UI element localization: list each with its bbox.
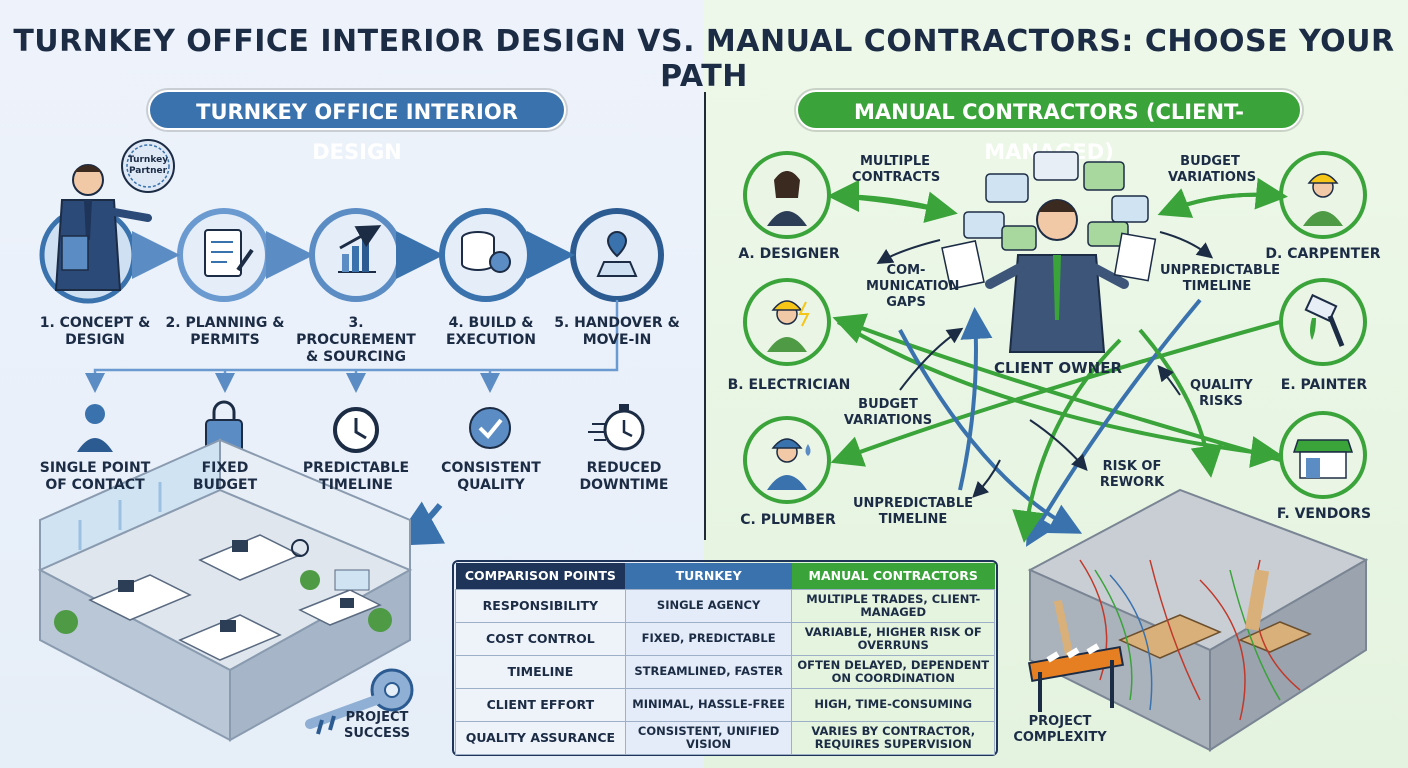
comparison-table: COMPARISON POINTS TURNKEY MANUAL CONTRAC… bbox=[455, 563, 995, 755]
message-bubbles-icon bbox=[941, 151, 1157, 290]
single-contact-person-icon bbox=[77, 404, 113, 452]
step-4-label: 4. BUILD & EXECUTION bbox=[446, 315, 536, 348]
vendors-label: F. VENDORS bbox=[1276, 506, 1372, 522]
panel-divider bbox=[704, 92, 706, 540]
painter-label: E. PAINTER bbox=[1280, 377, 1368, 393]
comparison-table-frame bbox=[452, 560, 998, 756]
turnkey-partner-badge-icon bbox=[121, 139, 175, 193]
issue-multiple-contracts: MULTIPLE CONTRACTS bbox=[852, 154, 941, 185]
manual-cell: HIGH, TIME-CONSUMING bbox=[791, 687, 995, 722]
benefit-predictable-timeline: PREDICTABLE TIMELINE bbox=[302, 460, 410, 493]
table-row: COST CONTROL FIXED, PREDICTABLE VARIABLE… bbox=[455, 621, 995, 656]
plumber-label: C. PLUMBER bbox=[740, 512, 836, 528]
handover-location-icon bbox=[596, 230, 638, 277]
electrician-person-icon bbox=[767, 300, 810, 352]
finished-office-illustration bbox=[37, 438, 413, 742]
row-label: RESPONSIBILITY bbox=[455, 588, 626, 623]
table-row: QUALITY ASSURANCE CONSISTENT, UNIFIED VI… bbox=[455, 720, 995, 755]
benefit-consistent-quality: CONSISTENT QUALITY bbox=[441, 460, 541, 493]
reduced-downtime-stopwatch-icon bbox=[588, 404, 645, 451]
project-success-label: PROJECT SUCCESS bbox=[343, 710, 411, 741]
benefit-fixed-budget: FIXED BUDGET bbox=[192, 460, 258, 493]
manual-cell: MULTIPLE TRADES, CLIENT-MANAGED bbox=[791, 588, 995, 623]
row-label: QUALITY ASSURANCE bbox=[455, 720, 626, 755]
designer-person-icon bbox=[767, 171, 807, 226]
main-title: TURNKEY OFFICE INTERIOR DESIGN VS. MANUA… bbox=[13, 24, 1395, 94]
turnkey-partner-badge-text: Turnkey Partner bbox=[127, 155, 169, 176]
consistent-quality-badge-icon bbox=[469, 407, 511, 449]
benefit-single-contact: SINGLE POINT OF CONTACT bbox=[39, 460, 151, 493]
turnkey-cell: MINIMAL, HASSLE-FREE bbox=[624, 687, 793, 722]
issue-communication-gaps: COM-MUNICATION GAPS bbox=[866, 263, 960, 310]
table-row: RESPONSIBILITY SINGLE AGENCY MULTIPLE TR… bbox=[455, 588, 995, 623]
vendors-storefront-icon bbox=[1292, 439, 1354, 479]
manual-header: MANUAL CONTRACTORS (CLIENT-MANAGED) bbox=[796, 90, 1302, 164]
issue-budget-variations-top: BUDGET VARIATIONS bbox=[1168, 154, 1257, 185]
project-complexity-label: PROJECT COMPLEXITY bbox=[1013, 714, 1107, 745]
manual-cell: VARIABLE, HIGHER RISK OF OVERRUNS bbox=[791, 621, 995, 656]
row-label: CLIENT EFFORT bbox=[455, 687, 626, 722]
carpenter-label: D. CARPENTER bbox=[1265, 246, 1381, 262]
issue-quality-risks: QUALITY RISKS bbox=[1190, 378, 1253, 409]
table-header-row: COMPARISON POINTS TURNKEY MANUAL CONTRAC… bbox=[455, 563, 995, 589]
tangled-arrows bbox=[827, 177, 1288, 547]
client-owner-figure bbox=[985, 199, 1129, 353]
step-1-label: 1. CONCEPT & DESIGN bbox=[39, 315, 151, 348]
unfinished-room-illustration bbox=[1027, 488, 1369, 752]
manual-cell: VARIES BY CONTRACTOR, REQUIRES SUPERVISI… bbox=[791, 720, 995, 755]
electrician-label: B. ELECTRICIAN bbox=[727, 377, 851, 393]
row-label: TIMELINE bbox=[455, 654, 626, 689]
header-comparison-points: COMPARISON POINTS bbox=[455, 563, 626, 589]
step-2-label: 2. PLANNING & PERMITS bbox=[165, 315, 285, 348]
manual-cell: OFTEN DELAYED, DEPENDENT ON COORDINATION bbox=[791, 654, 995, 689]
step-3-label: 3. PROCUREMENT & SOURCING bbox=[296, 315, 416, 365]
turnkey-cell: CONSISTENT, UNIFIED VISION bbox=[624, 720, 793, 755]
header-manual-contractors: MANUAL CONTRACTORS bbox=[791, 563, 995, 589]
table-row: CLIENT EFFORT MINIMAL, HASSLE-FREE HIGH,… bbox=[455, 687, 995, 722]
planning-clipboard-icon bbox=[204, 229, 254, 277]
issue-unpredictable-timeline-bottom: UNPREDICTABLE TIMELINE bbox=[852, 496, 973, 527]
header-turnkey: TURNKEY bbox=[625, 563, 792, 589]
benefit-reduced-downtime: REDUCED DOWNTIME bbox=[579, 460, 669, 493]
plumber-person-icon bbox=[767, 438, 811, 490]
build-chart-icon bbox=[338, 225, 382, 273]
predictable-timeline-clock-icon bbox=[333, 407, 379, 453]
designer-label: A. DESIGNER bbox=[738, 246, 840, 262]
issue-unpredictable-timeline-top: UNPREDICTABLE TIMELINE bbox=[1160, 263, 1281, 294]
table-row: TIMELINE STREAMLINED, FASTER OFTEN DELAY… bbox=[455, 654, 995, 689]
painter-brush-icon bbox=[1304, 293, 1345, 347]
carpenter-person-icon bbox=[1303, 173, 1343, 226]
step-5-label: 5. HANDOVER & MOVE-IN bbox=[554, 315, 680, 348]
success-key-icon bbox=[305, 668, 414, 735]
client-owner-label: CLIENT OWNER bbox=[993, 359, 1123, 377]
issue-risk-of-rework: RISK OF REWORK bbox=[1099, 459, 1165, 490]
turnkey-cell: STREAMLINED, FASTER bbox=[624, 654, 793, 689]
benefits-distributor bbox=[85, 300, 619, 393]
procurement-database-icon bbox=[461, 231, 511, 273]
turnkey-header: TURNKEY OFFICE INTERIOR DESIGN bbox=[148, 90, 566, 164]
construction-barrier-icon bbox=[1027, 643, 1125, 712]
issue-budget-variations-bottom: BUDGET VARIATIONS bbox=[843, 397, 933, 428]
turnkey-cell: SINGLE AGENCY bbox=[624, 588, 793, 623]
turnkey-partner-figure bbox=[39, 164, 152, 304]
row-label: COST CONTROL bbox=[455, 621, 626, 656]
turnkey-cell: FIXED, PREDICTABLE bbox=[624, 621, 793, 656]
